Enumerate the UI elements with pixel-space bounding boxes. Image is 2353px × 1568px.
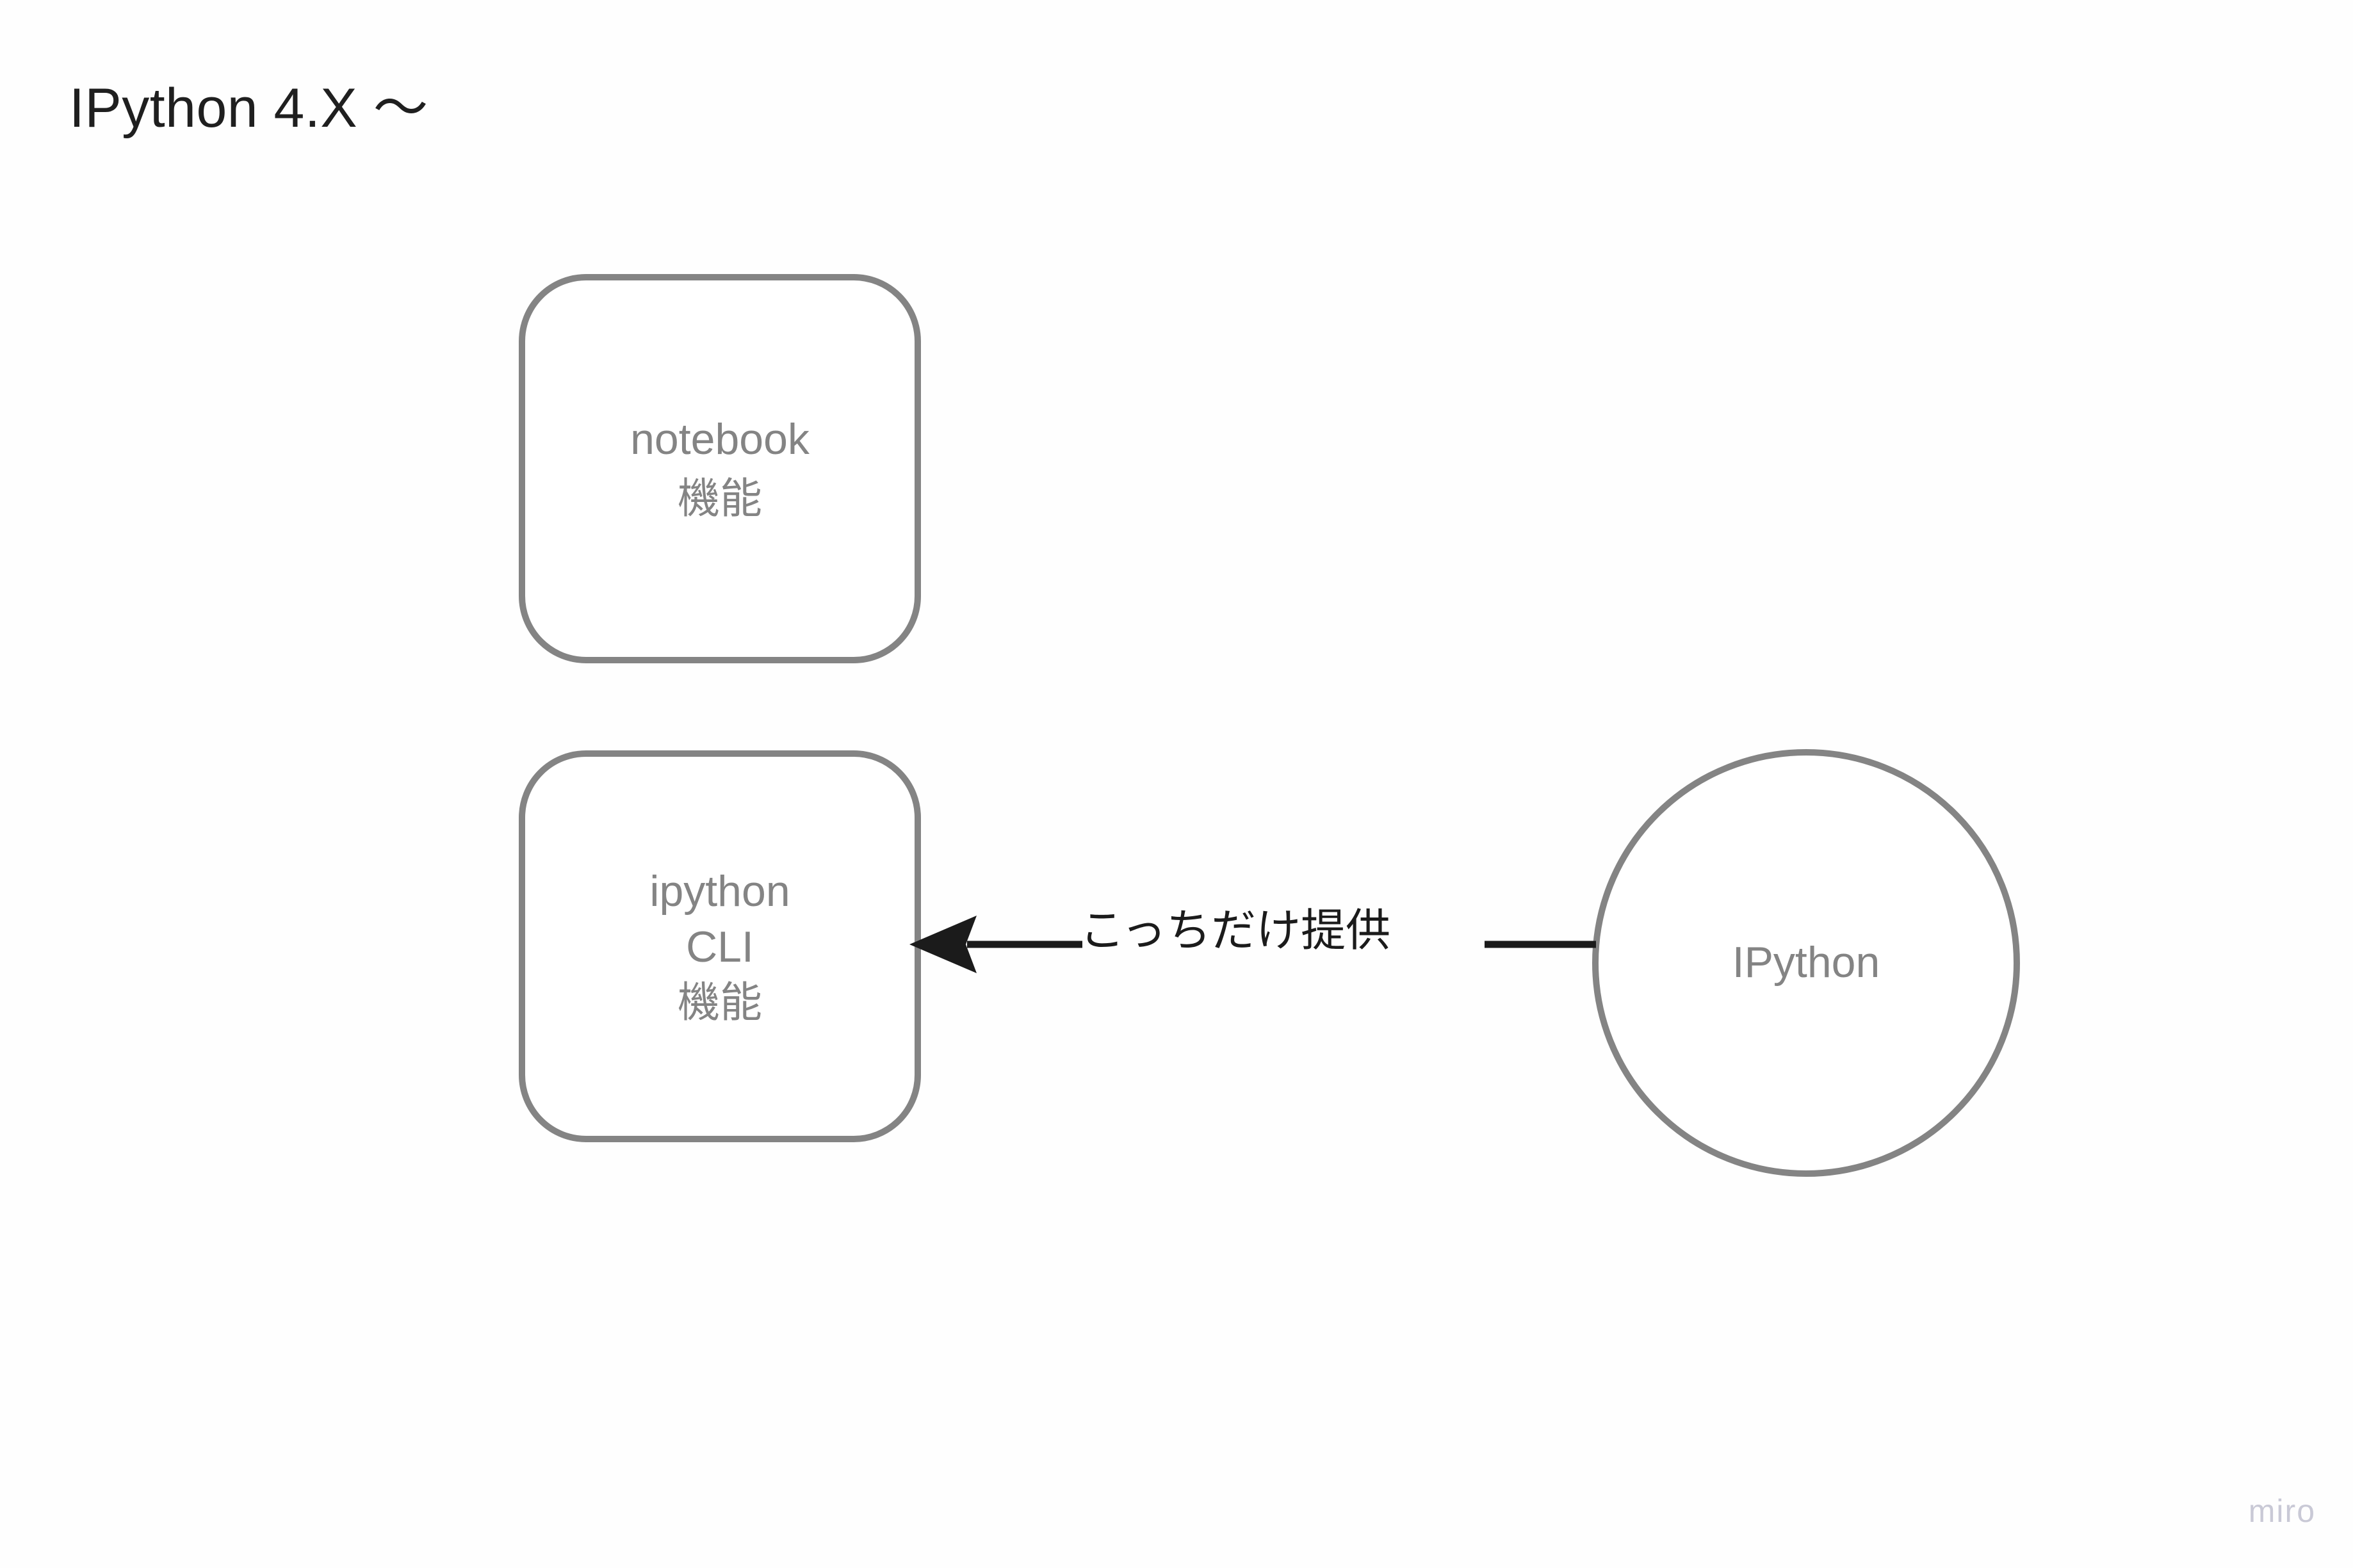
node-ipython-cli-label-line2: CLI [686, 922, 754, 971]
node-ipython-cli[interactable]: ipython CLI 機能 [519, 750, 921, 1142]
node-ipython-cli-label-line1: ipython [649, 866, 790, 916]
node-notebook[interactable]: notebook 機能 [519, 274, 921, 663]
node-notebook-label-line2: 機能 [678, 474, 762, 522]
node-ipython-label: IPython [1732, 938, 1880, 987]
node-ipython[interactable]: IPython [1592, 749, 2020, 1177]
miro-watermark: miro [2248, 1493, 2316, 1529]
node-ipython-cli-label-line3: 機能 [678, 978, 762, 1026]
connector-label: こっちだけ提供 [1080, 905, 1391, 955]
node-notebook-label-line1: notebook [630, 415, 810, 464]
page-title: IPython 4.X 〜 [69, 77, 429, 139]
